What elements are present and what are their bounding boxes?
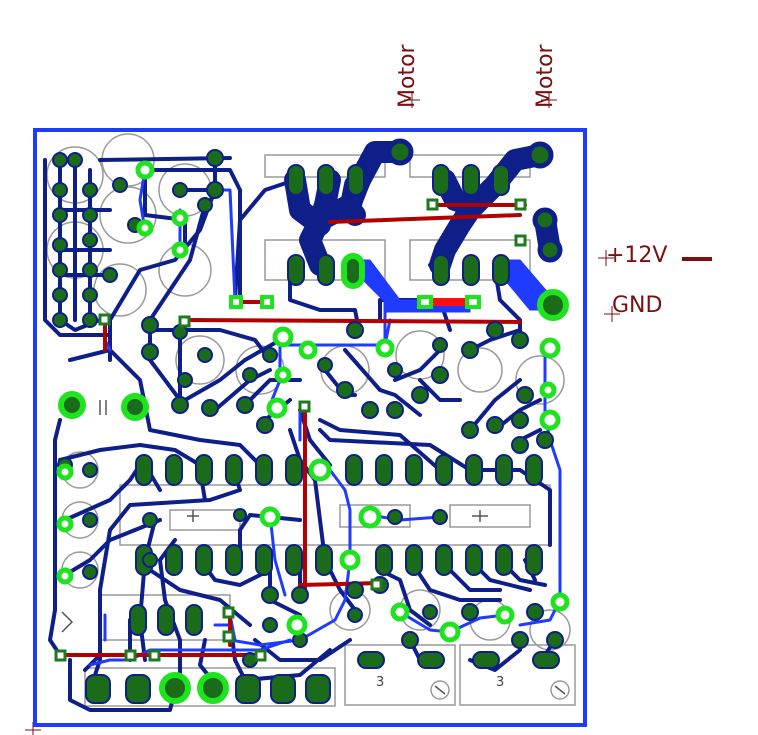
small-round-pads: [52, 149, 564, 668]
via-rings: [56, 160, 570, 643]
board-outline: [33, 128, 587, 727]
ic-bottom-row-pads: [135, 544, 543, 576]
component-pads: [52, 149, 564, 704]
ic-top-row-pads: [135, 454, 543, 486]
silk-symbols: [61, 400, 566, 695]
origin-crosses: [25, 92, 620, 735]
motor-label-left: Motor: [395, 43, 420, 108]
square-pads: [229, 295, 481, 309]
large-via-rings: [58, 253, 569, 704]
motor-label-right: Motor: [533, 43, 558, 108]
connector-number-left: 3: [376, 675, 384, 690]
small-square-pads: [54, 198, 527, 662]
motor-terminal-pads: [386, 138, 563, 263]
power-label: +12V: [606, 243, 667, 268]
connector-pads: [85, 651, 560, 704]
connector-number-right: 3: [496, 675, 504, 690]
transistor-pads: [129, 164, 510, 636]
ground-label: GND: [612, 293, 662, 318]
